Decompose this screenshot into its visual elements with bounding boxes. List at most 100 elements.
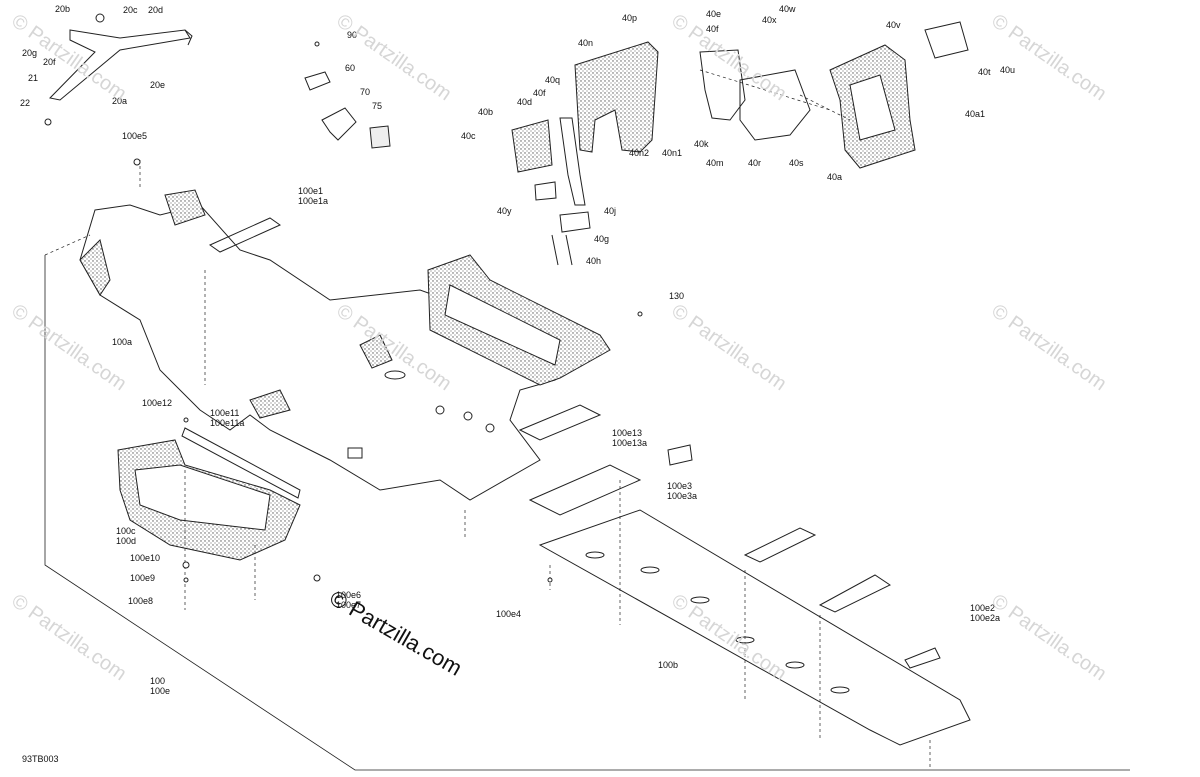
- callout-100e13: 100e13: [612, 428, 643, 438]
- foot-pad-lower: [249, 389, 291, 419]
- callout-100c: 100c: [116, 526, 136, 536]
- skid-plate-100b: [538, 509, 971, 746]
- callout-40m: 40m: [706, 158, 724, 168]
- callout-100e10: 100e10: [130, 553, 161, 563]
- skid-slot-1: [585, 551, 605, 559]
- callout-100e1: 100e1: [298, 186, 324, 196]
- callout-100d: 100d: [116, 536, 137, 546]
- bracket-40d: [559, 117, 586, 206]
- strap-skid-1: [743, 527, 817, 563]
- callout-40w: 40w: [779, 4, 796, 14]
- callout-100e1a: 100e1a: [298, 196, 329, 206]
- foot-pad-center: [359, 334, 393, 369]
- callout-40k: 40k: [694, 139, 709, 149]
- callout-100b: 100b: [658, 660, 679, 670]
- screw-100e4: [547, 577, 553, 583]
- callout-100a: 100a: [112, 337, 133, 347]
- callout-40f: 40f: [533, 88, 546, 98]
- skid-slot-5: [785, 661, 805, 669]
- callout-100e8: 100e8: [128, 596, 154, 606]
- oval-slot-1: [384, 370, 406, 380]
- callout-100e2: 100e2: [970, 603, 996, 613]
- bracket-20a: [48, 29, 191, 101]
- nut-100e5: [133, 158, 141, 166]
- module-40m: [699, 49, 746, 121]
- callout-100e7: 100e7: [336, 600, 362, 610]
- callout-40g: 40g: [594, 234, 610, 244]
- square-cutout: [347, 447, 363, 459]
- harness-40r: [739, 69, 811, 141]
- callout-40v: 40v: [886, 20, 901, 30]
- callout-40a: 40a: [827, 172, 843, 182]
- strap-upper-right: [518, 404, 602, 441]
- callout-20b: 20b: [55, 4, 71, 14]
- floor-panel-100a: [79, 204, 581, 501]
- bracket-100e2: [904, 647, 941, 669]
- connectors-40t: [924, 21, 969, 59]
- callout-100e3a: 100e3a: [667, 491, 698, 501]
- callout-100e11a: 100e11a: [210, 418, 245, 428]
- fastener-20b: [95, 13, 105, 23]
- callout-40n2: 40n2: [629, 148, 650, 158]
- callout-130: 130: [669, 291, 685, 301]
- skid-slot-3: [690, 596, 710, 604]
- callout-40t: 40t: [978, 67, 991, 77]
- callout-40b: 40b: [478, 107, 494, 117]
- bolt-40h-a: [551, 234, 559, 266]
- callout-40q: 40q: [545, 75, 561, 85]
- callout-40a1: 40a1: [965, 109, 986, 119]
- screw-100e9: [183, 577, 189, 583]
- callout-40r: 40r: [748, 158, 762, 168]
- bracket-40y: [534, 181, 557, 201]
- foot-pad-upper: [164, 189, 206, 226]
- callout-40x: 40x: [762, 15, 777, 25]
- callout-40f-top: 40f: [706, 24, 719, 34]
- part-75: [369, 125, 391, 149]
- callout-100e6: 100e6: [336, 590, 362, 600]
- callout-70: 70: [360, 87, 371, 97]
- part-60: [304, 71, 331, 91]
- callout-22: 22: [20, 98, 31, 108]
- callout-100e9: 100e9: [130, 573, 156, 583]
- screw-130: [637, 311, 643, 317]
- callout-100e11: 100e11: [210, 408, 240, 418]
- skid-slot-2: [640, 566, 660, 574]
- screw-100e12: [183, 417, 189, 423]
- callout-20f: 20f: [43, 57, 56, 67]
- screw-90: [314, 41, 320, 47]
- callout-20g: 20g: [22, 48, 38, 58]
- callout-20c: 20c: [123, 5, 138, 15]
- callout-90: 90: [347, 30, 358, 40]
- callout-40c: 40c: [461, 131, 476, 141]
- callout-20d: 20d: [148, 5, 164, 15]
- callout-75: 75: [372, 101, 383, 111]
- callout-100e4: 100e4: [496, 609, 522, 619]
- hole-2: [463, 411, 473, 421]
- foot-pad-left: [79, 239, 111, 296]
- hole-3: [485, 423, 495, 433]
- callout-40s: 40s: [789, 158, 804, 168]
- callout-100e5: 100e5: [122, 131, 148, 141]
- callout-20a: 20a: [112, 96, 128, 106]
- panel-40b: [511, 119, 553, 173]
- callout-20e: 20e: [150, 80, 166, 90]
- callout-40h: 40h: [586, 256, 602, 266]
- part-70: [321, 107, 357, 141]
- callout-40u: 40u: [1000, 65, 1016, 75]
- fastener-22: [44, 118, 52, 126]
- callout-100e12: 100e12: [142, 398, 173, 408]
- callout-40e: 40e: [706, 9, 722, 19]
- panel-40n: [574, 41, 659, 153]
- callout-40d: 40d: [517, 97, 533, 107]
- bolt-40h-b: [565, 234, 573, 266]
- callout-100e13a: 100e13a: [612, 438, 648, 448]
- strap-skid-2: [818, 574, 892, 613]
- callout-40p: 40p: [622, 13, 638, 23]
- callout-40n: 40n: [578, 38, 594, 48]
- callout-21: 21: [28, 73, 39, 83]
- strip-100e11: [181, 427, 301, 499]
- callout-100: 100: [150, 676, 166, 686]
- callout-100e2a: 100e2a: [970, 613, 1001, 623]
- bracket-40g: [559, 211, 591, 233]
